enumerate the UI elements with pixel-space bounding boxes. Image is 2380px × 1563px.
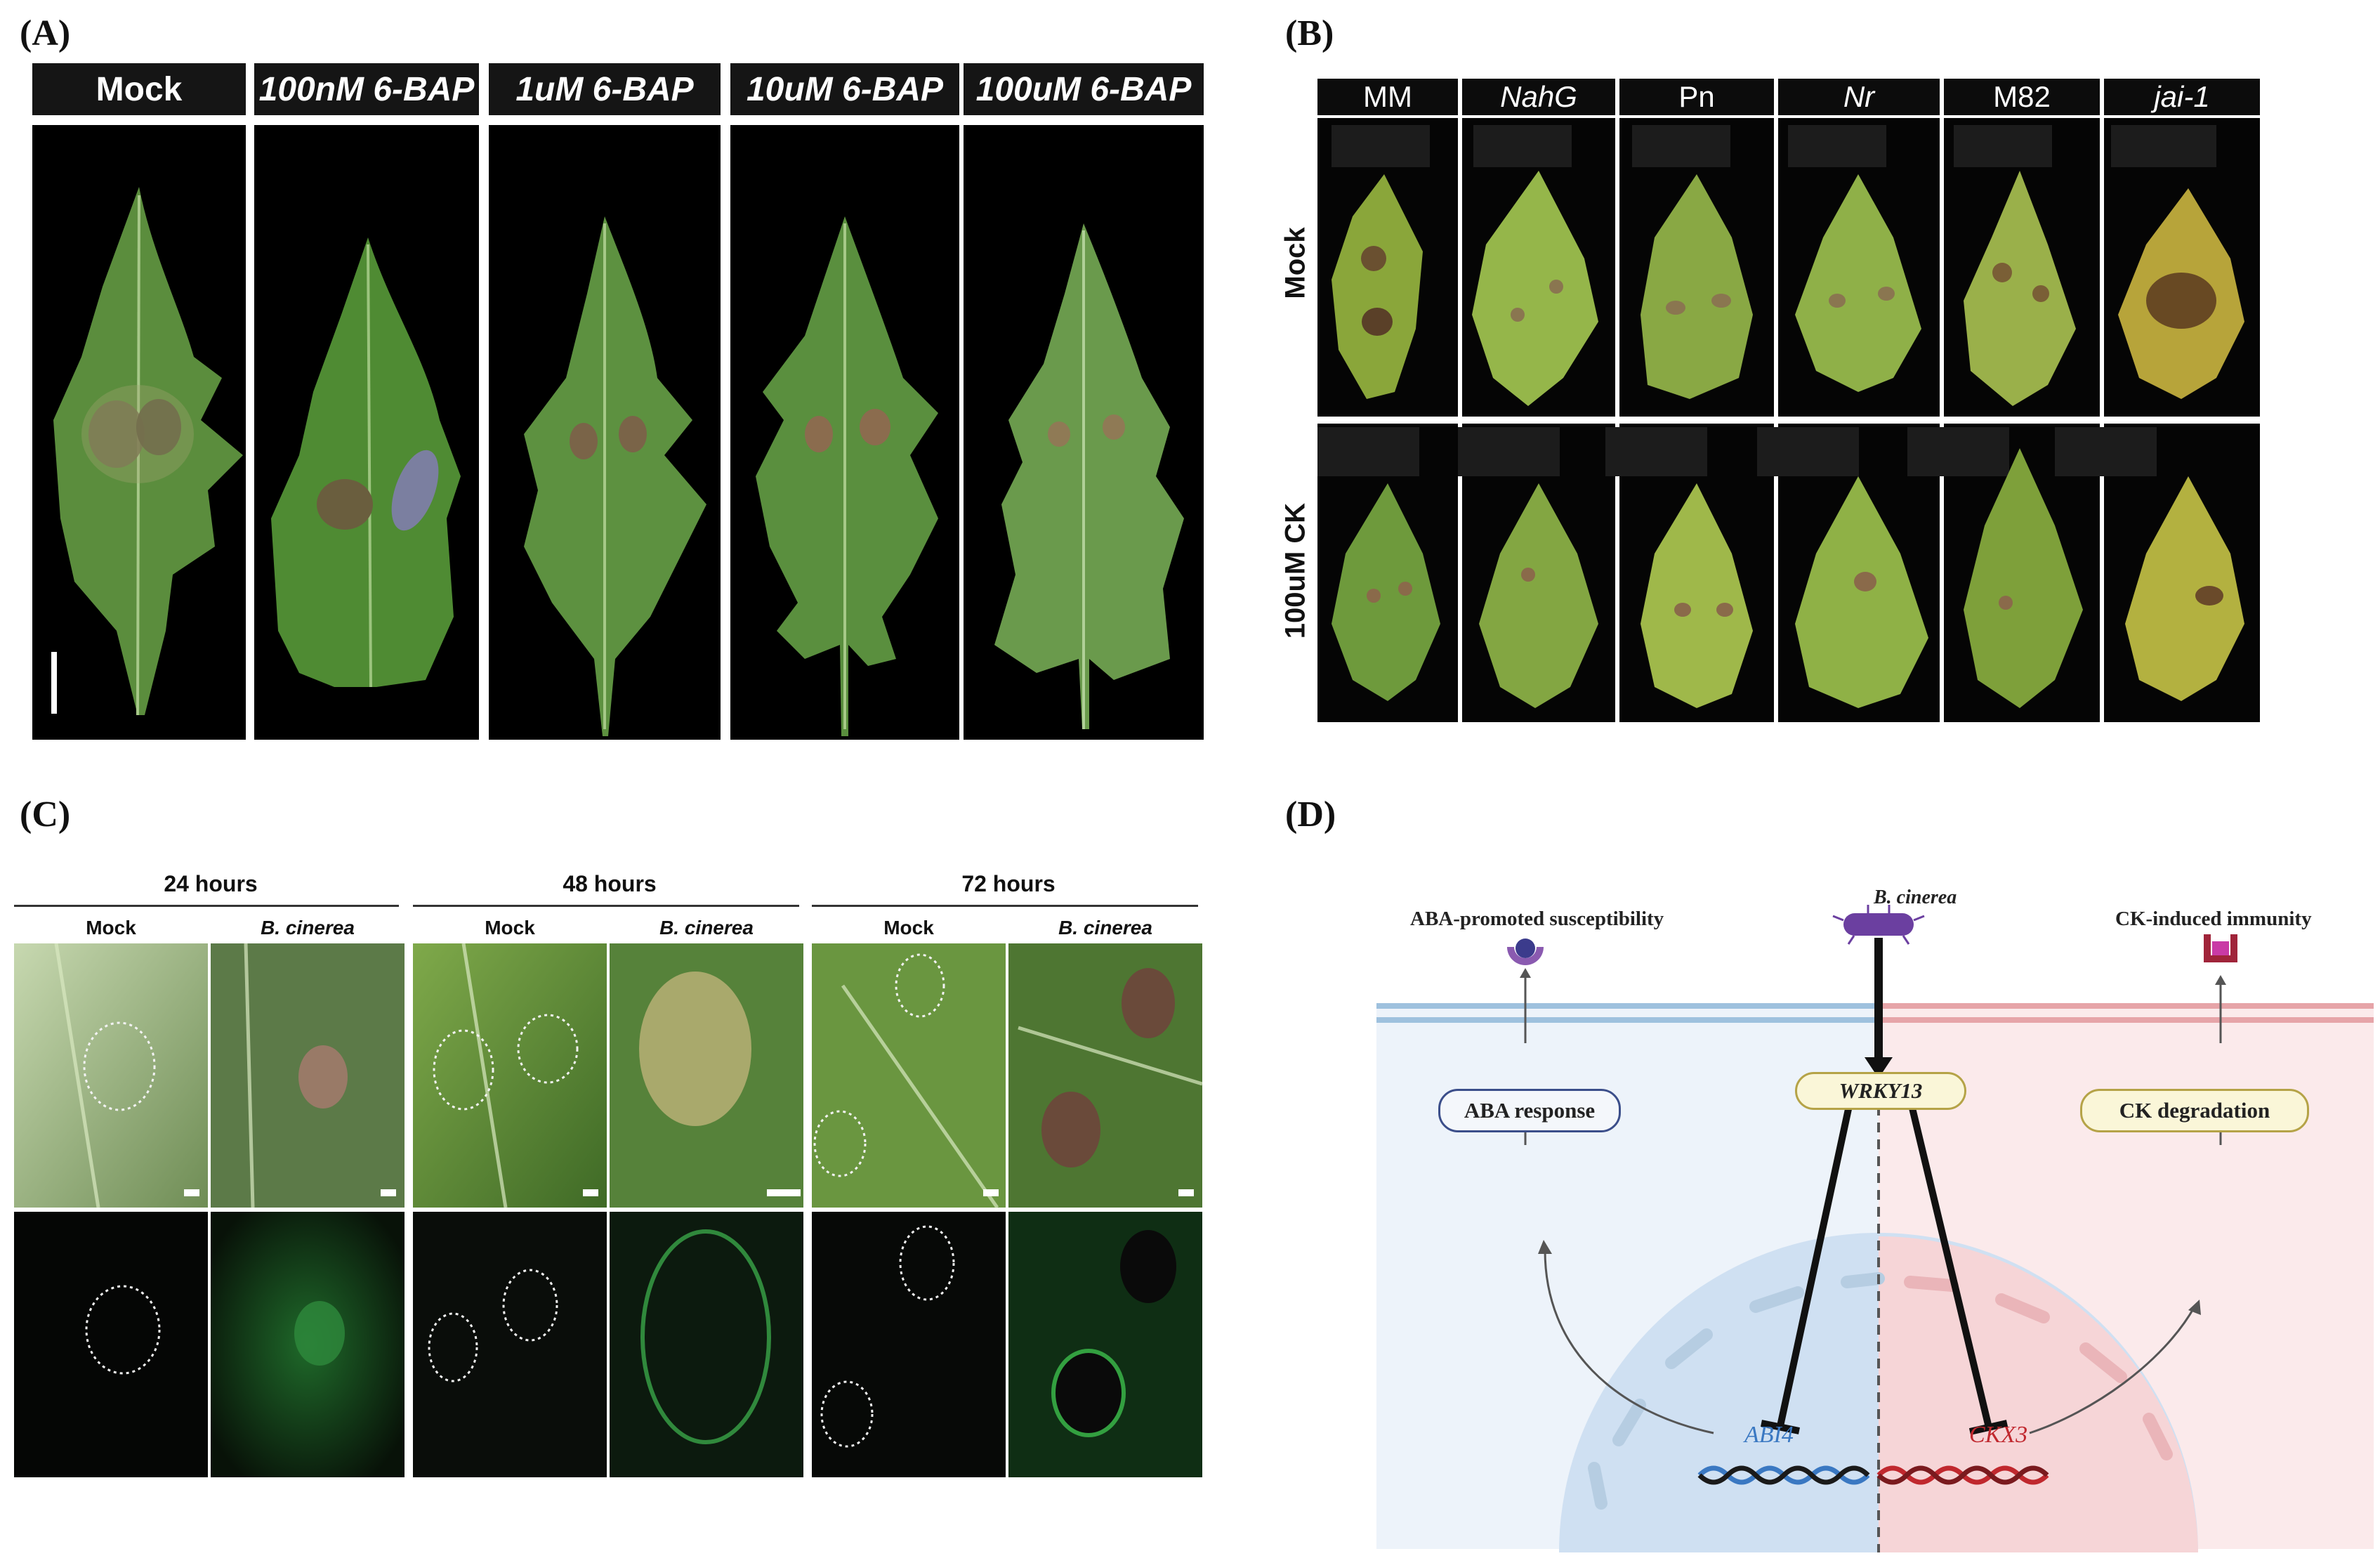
panel-c-time-48h: 48 hours (563, 871, 657, 896)
wrky13-box: WRKY13 (1795, 1072, 1966, 1110)
pathogen-label: B. cinerea (1874, 887, 1957, 908)
panel-c-cond-4: B. cinerea (659, 917, 754, 939)
panel-c-cond-6: B. cinerea (1058, 917, 1152, 939)
panel-c-time-24h: 24 hours (164, 871, 258, 896)
panel-d-letter: (D) (1285, 794, 1336, 835)
panel-b-letter: (B) (1285, 13, 1334, 53)
panel-a-label-mock: Mock (32, 63, 246, 115)
panel-a-leaf-photos (32, 125, 1204, 740)
panel-c-cond-2: B. cinerea (261, 917, 355, 939)
panel-d-model-diagram (1376, 905, 2374, 1552)
leaf-10um (756, 216, 938, 736)
panel-a-label-10um: 10uM 6-BAP (730, 63, 959, 115)
panel-b-col-m82: M82 (1944, 79, 2100, 115)
panel-b-col-nahg: NahG (1462, 79, 1615, 115)
panel-a-label-100nm: 100nM 6-BAP (254, 63, 479, 115)
aba-response-box: ABA response (1438, 1089, 1621, 1132)
panel-c-cond-1: Mock (86, 917, 136, 939)
ck-immunity-label: CK-induced immunity (2115, 908, 2312, 930)
panel-c-letter: (C) (20, 794, 71, 835)
panel-a-label-1um: 1uM 6-BAP (489, 63, 721, 115)
panel-c-time-72h: 72 hours (961, 871, 1056, 896)
panel-b-col-mm: MM (1317, 79, 1458, 115)
panel-a-label-100um: 100uM 6-BAP (964, 63, 1204, 115)
ck-degradation-box: CK degradation (2080, 1089, 2309, 1132)
leaf-100nm (271, 237, 461, 688)
panel-c-divider-48h (413, 905, 799, 907)
abi4-gene-label: ABI4 (1744, 1422, 1794, 1448)
panel-c-cond-3: Mock (485, 917, 535, 939)
aba-susceptibility-label: ABA-promoted susceptibility (1410, 908, 1664, 930)
panel-b-row-mock: Mock (1280, 227, 1311, 299)
panel-c-cond-5: Mock (883, 917, 934, 939)
panel-c-divider-24h (14, 905, 399, 907)
panel-c-divider-72h (812, 905, 1198, 907)
leaf-mock (51, 187, 243, 716)
panel-b-col-nr: Nr (1778, 79, 1940, 115)
leaf-1um (524, 216, 706, 736)
panel-a-letter: (A) (20, 13, 71, 53)
ckx3-gene-label: CKX3 (1969, 1422, 2028, 1448)
panel-b-col-pn: Pn (1619, 79, 1774, 115)
panel-b-col-jai1: jai-1 (2104, 79, 2260, 115)
panel-b-leaf-grid (1317, 118, 2260, 722)
panel-c-microscopy-grid (14, 943, 1202, 1477)
leaf-100um (994, 223, 1184, 729)
panel-b-row-ck: 100uM CK (1280, 502, 1311, 639)
